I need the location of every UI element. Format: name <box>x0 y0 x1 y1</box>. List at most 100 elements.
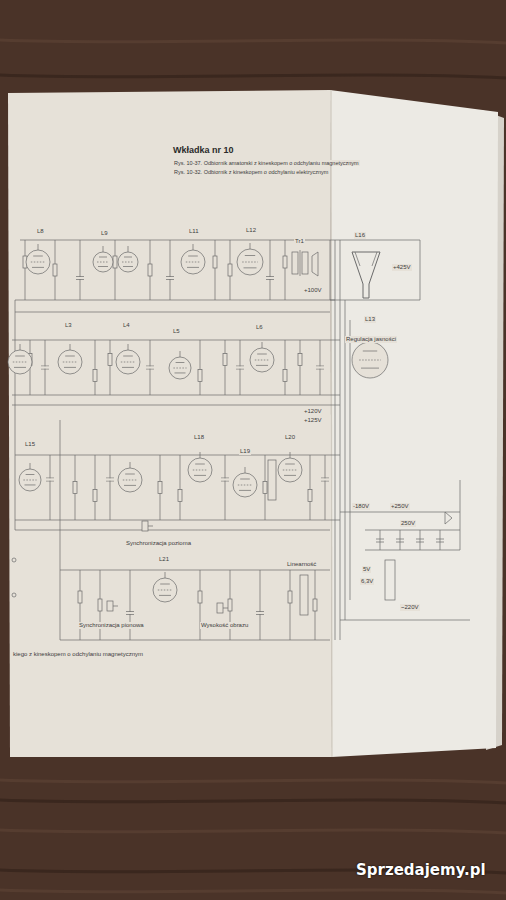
paper-sheet <box>8 90 332 757</box>
tube-envelope <box>8 350 32 374</box>
schematic-label: L16 <box>354 232 366 239</box>
crt-electrode <box>355 252 360 266</box>
capacitor-symbol <box>396 539 404 540</box>
tube-lead <box>130 462 131 468</box>
schematic-label: +100V <box>303 287 323 294</box>
tube-envelope <box>233 473 257 497</box>
component-lead <box>95 455 96 520</box>
filter-capacitor <box>420 530 421 550</box>
capacitor-symbol <box>416 542 424 543</box>
tube-grid <box>63 362 77 363</box>
tube-envelope <box>19 469 41 491</box>
schematic-label: 5V <box>362 566 371 573</box>
tube-grid <box>121 362 135 363</box>
wire <box>330 240 420 241</box>
component-lead <box>225 455 226 520</box>
tube-anode <box>125 474 135 475</box>
rectifier-diode <box>445 512 452 524</box>
resistor-symbol <box>198 591 202 603</box>
tube-anode <box>123 356 133 357</box>
schematic-label: L12 <box>245 227 257 234</box>
fold-line <box>331 90 332 757</box>
tube-cathode <box>14 367 26 368</box>
resistor-symbol <box>73 482 77 494</box>
wire <box>365 550 460 551</box>
component-lead <box>110 340 111 395</box>
resistor-symbol <box>198 370 202 382</box>
tube-grid <box>283 470 297 471</box>
figure-caption: kiego z kineskopem o odchylaniu magnetyc… <box>12 651 144 658</box>
tube-grid <box>238 485 252 486</box>
capacitor-symbol <box>416 539 424 540</box>
tube-lead <box>20 344 21 350</box>
capacitor-symbol <box>106 481 114 482</box>
capacitor-gap <box>321 479 329 481</box>
sheet-title: Wkładka nr 10 <box>173 146 234 156</box>
tube-anode <box>195 464 205 465</box>
transformer-winding <box>302 252 308 274</box>
tube-cathode <box>187 267 199 268</box>
input-terminal <box>12 593 16 597</box>
capacitor-symbol <box>316 366 324 367</box>
tube-lead <box>128 344 129 350</box>
component-lead <box>290 570 291 640</box>
filter-capacitor <box>400 530 401 550</box>
tube-anode <box>26 474 35 475</box>
tube-cathode <box>175 372 186 373</box>
wire <box>460 480 461 550</box>
input-terminal <box>12 558 16 562</box>
wire <box>20 240 330 241</box>
tube-envelope <box>93 252 113 272</box>
tube-envelope <box>116 350 140 374</box>
schematic-label: Linearność <box>286 561 317 568</box>
tube-lead <box>290 452 291 458</box>
schematic-label: 6,3V <box>360 578 374 585</box>
capacitor-symbol <box>256 614 264 615</box>
resistor-symbol <box>158 482 162 494</box>
resistor-symbol <box>308 490 312 502</box>
potentiometer <box>217 603 223 613</box>
resistor-symbol <box>113 256 117 268</box>
schematic-label: L9 <box>100 230 109 237</box>
wire <box>12 340 340 341</box>
capacitor-symbol <box>106 478 114 479</box>
tube-envelope <box>118 468 142 492</box>
tube-cathode <box>123 266 133 267</box>
tube-grid <box>23 480 36 481</box>
resistor-symbol <box>108 354 112 366</box>
capacitor-symbol <box>256 611 264 612</box>
tube-envelope <box>58 350 82 374</box>
schematic-label: L8 <box>36 228 45 235</box>
wire <box>12 405 340 406</box>
resistor-symbol <box>263 482 267 494</box>
tube-envelope <box>153 578 177 602</box>
capacitor-symbol <box>236 369 244 370</box>
tube-lead <box>30 463 31 469</box>
tube-lead <box>165 572 166 578</box>
schematic-label: -180V <box>352 503 370 510</box>
transformer-winding <box>292 252 298 274</box>
tube-anode <box>124 257 132 258</box>
schematic-label: Wysokość obrazu <box>200 622 249 629</box>
filter-capacitor <box>440 530 441 550</box>
output-transformer <box>268 460 276 500</box>
tube-lead <box>200 452 201 458</box>
capacitor-symbol <box>316 369 324 370</box>
tube-cathode <box>122 367 134 368</box>
tube-envelope <box>278 458 302 482</box>
potentiometer-wiper <box>148 526 153 527</box>
capacitor-gap <box>266 277 274 279</box>
tube-grid <box>173 368 186 369</box>
component-lead <box>115 240 116 300</box>
capacitor-symbol <box>221 478 229 479</box>
tube-lead <box>38 244 39 250</box>
wood-grain <box>0 75 506 78</box>
tube-grid <box>242 262 258 263</box>
tube-anode <box>65 356 75 357</box>
tube-grid <box>186 262 200 263</box>
tube-anode <box>188 256 198 257</box>
deflection-transformer <box>300 575 308 615</box>
resistor-symbol <box>213 256 217 268</box>
capacitor-symbol <box>166 276 174 277</box>
